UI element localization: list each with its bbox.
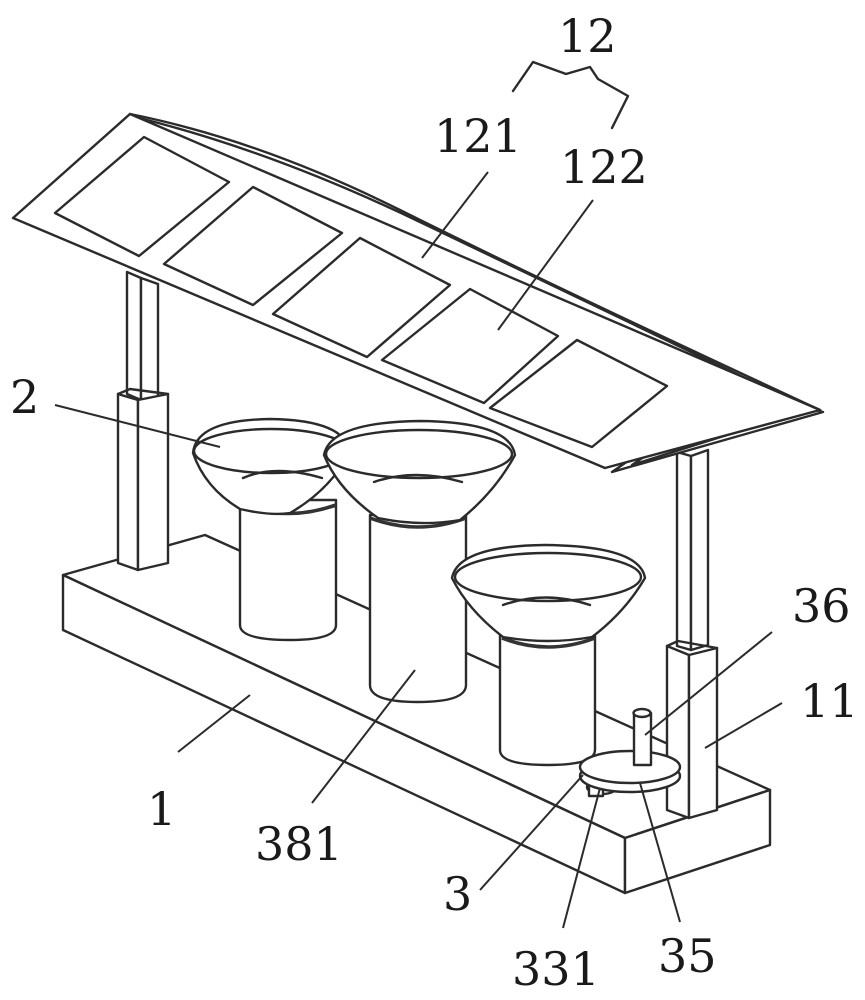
label-36: 36 [792,579,851,633]
label-331: 331 [512,942,600,996]
leader-lines [54,171,783,929]
solar-roof-12 [11,112,825,474]
leader-122 [497,199,594,331]
label-381: 381 [255,817,343,871]
collector-middle-381 [322,419,517,704]
leader-3 [479,774,584,891]
label-3: 3 [443,867,472,921]
leader-2 [54,404,221,448]
label-12: 12 [558,9,617,63]
leader-331 [562,787,601,929]
label-122: 122 [560,140,648,194]
label-121: 121 [434,109,522,163]
label-11: 11 [800,674,859,728]
left-post [116,270,170,572]
label-2: 2 [10,370,39,424]
collector-right [450,543,647,767]
turntable-3 [578,707,682,798]
leader-381 [311,669,416,804]
leader-121 [421,171,489,259]
leader-11 [704,702,783,749]
leader-35 [639,782,681,923]
bracket-12 [511,60,630,130]
label-35: 35 [658,929,717,983]
leader-1 [177,694,251,753]
leader-36 [644,631,773,736]
label-1: 1 [147,782,176,836]
